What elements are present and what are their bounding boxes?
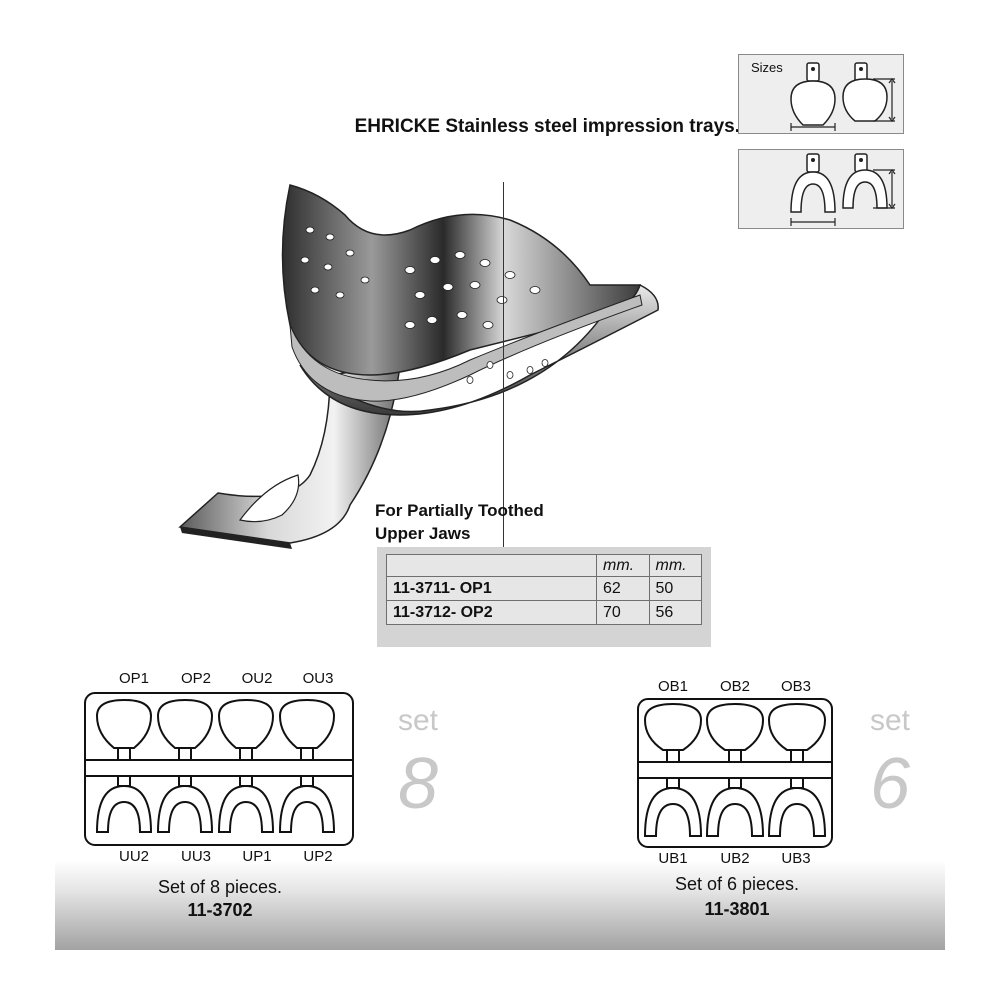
bottom-band <box>55 860 945 950</box>
lower-tray-icon <box>643 777 703 837</box>
upper-tray-icon <box>767 702 827 763</box>
vertical-divider <box>503 182 504 548</box>
lower-tray-icon <box>767 777 827 837</box>
lower-tray-icon <box>278 775 336 833</box>
table-row: 11-3711- OP1 62 50 <box>386 576 702 601</box>
set8-top-label: OP2 <box>180 670 211 687</box>
set6-set-number: 6 <box>870 744 911 824</box>
set8-bottom-label: UU2 <box>118 848 149 865</box>
table-cell-width: 62 <box>596 576 650 601</box>
set8-tray-case <box>84 692 354 846</box>
set8-code: 11-3702 <box>187 900 253 920</box>
upper-tray-icon <box>643 702 703 763</box>
table-row: 11-3712- OP2 70 56 <box>386 600 702 625</box>
set6-bottom-label: UB2 <box>720 850 750 867</box>
upper-tray-size-diagram: Sizes <box>738 54 904 134</box>
set8-set-word: set <box>398 704 439 737</box>
set6-caption: Set of 6 pieces. <box>674 874 800 894</box>
lower-tray-icon <box>156 775 214 833</box>
lower-tray-icon <box>217 775 275 833</box>
set8-bottom-label: UU3 <box>180 848 211 865</box>
table-cell-length: 56 <box>648 600 702 625</box>
set8-set-number: 8 <box>398 744 439 824</box>
set6-bottom-label: UB1 <box>658 850 688 867</box>
table-header-code <box>386 554 597 577</box>
table-header-unit-1: mm. <box>596 554 650 577</box>
lower-tray-icon <box>95 775 153 833</box>
upper-tray-dimension-icon <box>790 62 896 131</box>
set6-bottom-label: UB3 <box>781 850 811 867</box>
table-cell-code: 11-3711- OP1 <box>386 576 597 601</box>
set6-top-label: OB2 <box>719 678 750 695</box>
subtitle: For Partially Toothed Upper Jaws <box>375 499 544 545</box>
lower-tray-size-diagram <box>738 149 904 229</box>
page-title: EHRICKE Stainless steel impression trays… <box>354 116 740 137</box>
upper-tray-icon <box>705 702 765 763</box>
upper-tray-icon <box>217 698 275 761</box>
subtitle-line-2: Upper Jaws <box>375 524 471 543</box>
table-cell-length: 50 <box>648 576 702 601</box>
subtitle-line-1: For Partially Toothed <box>375 501 544 520</box>
set8-top-label: OP1 <box>118 670 149 687</box>
set6-code: 11-3801 <box>704 899 770 919</box>
impression-tray-illustration <box>178 184 659 549</box>
upper-tray-icon <box>156 698 214 761</box>
set8-bottom-label: UP2 <box>303 848 333 865</box>
set8-top-label: OU3 <box>302 670 334 687</box>
set6-tray-case <box>637 698 833 848</box>
table-cell-width: 70 <box>596 600 650 625</box>
lower-tray-icon <box>705 777 765 837</box>
size-table: mm. mm. 11-3711- OP1 62 50 11-3712- OP2 … <box>377 547 711 647</box>
set8-caption: Set of 8 pieces. <box>157 877 283 897</box>
lower-tray-dimension-icon <box>790 153 896 226</box>
set8-top-label: OU2 <box>241 670 273 687</box>
sizes-label: Sizes <box>751 60 783 75</box>
set6-set-word: set <box>870 704 911 737</box>
set6-top-label: OB3 <box>780 678 811 695</box>
upper-tray-icon <box>278 698 336 761</box>
set6-top-label: OB1 <box>657 678 688 695</box>
table-cell-code: 11-3712- OP2 <box>386 600 597 625</box>
set8-bottom-label: UP1 <box>242 848 272 865</box>
table-header-unit-2: mm. <box>648 554 702 577</box>
table-header-row: mm. mm. <box>386 554 702 577</box>
upper-tray-icon <box>95 698 153 761</box>
